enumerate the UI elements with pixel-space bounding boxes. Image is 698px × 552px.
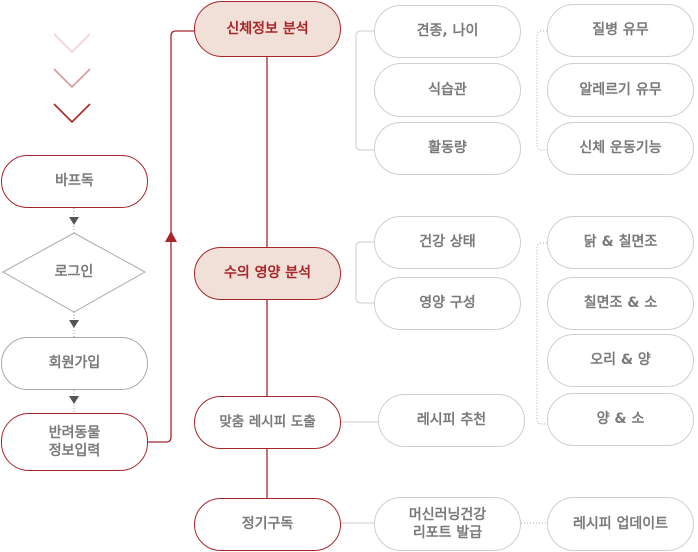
chevron-down-icons <box>53 33 91 124</box>
input-eating-habits: 식습관 <box>374 63 521 117</box>
check-mobility: 신체 운동기능 <box>547 122 694 175</box>
main-recipe-derivation: 맞춤 레시피 도출 <box>194 396 341 449</box>
recipe-update: 레시피 업데이트 <box>547 497 694 551</box>
main-nutrition-analysis: 수의 영양 분석 <box>194 247 341 300</box>
step-signup: 회원가입 <box>1 337 148 390</box>
main-body-analysis: 신체정보 분석 <box>194 1 341 57</box>
protein-option: 닭 & 칠면조 <box>547 216 694 269</box>
main-subscription: 정기구독 <box>194 498 341 551</box>
login-diamond <box>1 232 147 313</box>
input-breed-age: 견종, 나이 <box>374 5 521 58</box>
arrow-down-icon <box>69 396 79 404</box>
arrow-down-icon <box>69 320 79 328</box>
input-nutrition: 영양 구성 <box>374 277 521 330</box>
input-health: 건강 상태 <box>374 216 521 269</box>
arrow-up-icon <box>165 231 177 242</box>
step-bafdog: 바프독 <box>1 155 148 208</box>
arrow-down-icon <box>69 217 79 225</box>
check-disease: 질병 유무 <box>547 4 694 57</box>
protein-option: 오리 & 양 <box>547 334 694 387</box>
check-allergy: 알레르기 유무 <box>547 63 694 117</box>
recipe-recommendation: 레시피 추천 <box>378 394 525 447</box>
protein-option: 양 & 소 <box>547 393 694 446</box>
protein-option: 칠면조 & 소 <box>547 277 694 330</box>
health-report: 머신러닝건강 리포트 발급 <box>374 497 521 551</box>
step-pet-info: 반려동물 정보입력 <box>1 413 148 471</box>
input-activity: 활동량 <box>374 122 521 175</box>
step-login: 로그인 <box>54 263 94 280</box>
